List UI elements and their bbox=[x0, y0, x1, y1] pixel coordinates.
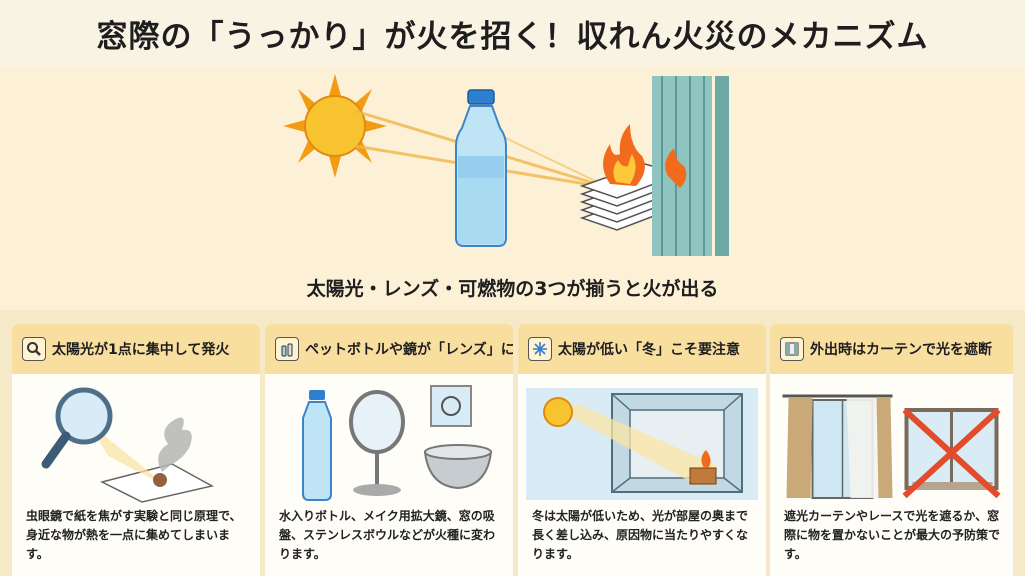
curtain-icon bbox=[652, 76, 729, 256]
curtain-icon bbox=[780, 337, 804, 361]
sun-icon bbox=[283, 74, 387, 178]
hero-caption: 太陽光・レンズ・可燃物の3つが揃うと火が出る bbox=[306, 278, 719, 300]
title-bar: 窓際の「うっかり」が火を招く！収れん火災のメカニズム bbox=[0, 0, 1025, 66]
panel-curtain-prevention: 外出時はカーテンで光を遮断 遮光カーテンやレースで光を遮るか、窓際に物を置かない… bbox=[770, 324, 1013, 576]
panel-sunlight-focus: 太陽光が1点に集中して発火 虫眼鏡で紙を焦がす実験と同じ原理で、身近な物が熱を一… bbox=[12, 324, 260, 576]
panel-description: 水入りボトル、メイク用拡大鏡、窓の吸盤、ステンレスボウルなどが火種に変わります。 bbox=[279, 509, 496, 561]
hero-illustration: 太陽光・レンズ・可燃物の3つが揃うと火が出る bbox=[0, 66, 1025, 310]
tips-section: 太陽光が1点に集中して発火 虫眼鏡で紙を焦がす実験と同じ原理で、身近な物が熱を一… bbox=[0, 310, 1025, 576]
hero-scene bbox=[283, 74, 729, 256]
panel-header: ペットボトルや鏡が「レンズ」に bbox=[265, 324, 513, 374]
snowflake-icon bbox=[528, 337, 552, 361]
page-title: 窓際の「うっかり」が火を招く！収れん火災のメカニズム bbox=[96, 18, 929, 55]
winter-sun-illustration bbox=[526, 388, 758, 500]
panel-description: 虫眼鏡で紙を焦がす実験と同じ原理で、身近な物が熱を一点に集めてしまいます。 bbox=[26, 509, 242, 561]
magnifier-icon bbox=[22, 337, 46, 361]
panel-lens-objects: ペットボトルや鏡が「レンズ」に 水入りボトル、メイク用拡大鏡、窓の吸盤、ステンレ… bbox=[265, 324, 513, 576]
panel-title: 太陽光が1点に集中して発火 bbox=[52, 342, 230, 358]
panel-winter-caution: 太陽が低い「冬」こそ要注意 冬は太陽が低いため、光が部屋の奥まで長く差し込み、原… bbox=[518, 324, 766, 576]
panel-description: 遮光カーテンやレースで光を遮るか、窓際に物を置かないことが最大の予防策です。 bbox=[784, 509, 1001, 561]
water-bottle-icon bbox=[455, 89, 507, 247]
lens-objects-illustration bbox=[302, 385, 493, 501]
bottle-icon bbox=[275, 337, 299, 361]
panel-title: 外出時はカーテンで光を遮断 bbox=[810, 342, 992, 358]
panel-header: 外出時はカーテンで光を遮断 bbox=[770, 324, 1013, 374]
panel-title: ペットボトルや鏡が「レンズ」に bbox=[305, 342, 513, 358]
panel-header: 太陽光が1点に集中して発火 bbox=[12, 324, 260, 374]
panel-title: 太陽が低い「冬」こそ要注意 bbox=[558, 342, 740, 358]
curtain-window-illustration bbox=[782, 394, 1001, 499]
panel-description: 冬は太陽が低いため、光が部屋の奥まで長く差し込み、原因物に当たりやすくなります。 bbox=[532, 509, 749, 561]
flame-icon bbox=[603, 124, 645, 186]
magnifier-illustration bbox=[41, 387, 215, 503]
panel-header: 太陽が低い「冬」こそ要注意 bbox=[518, 324, 766, 374]
